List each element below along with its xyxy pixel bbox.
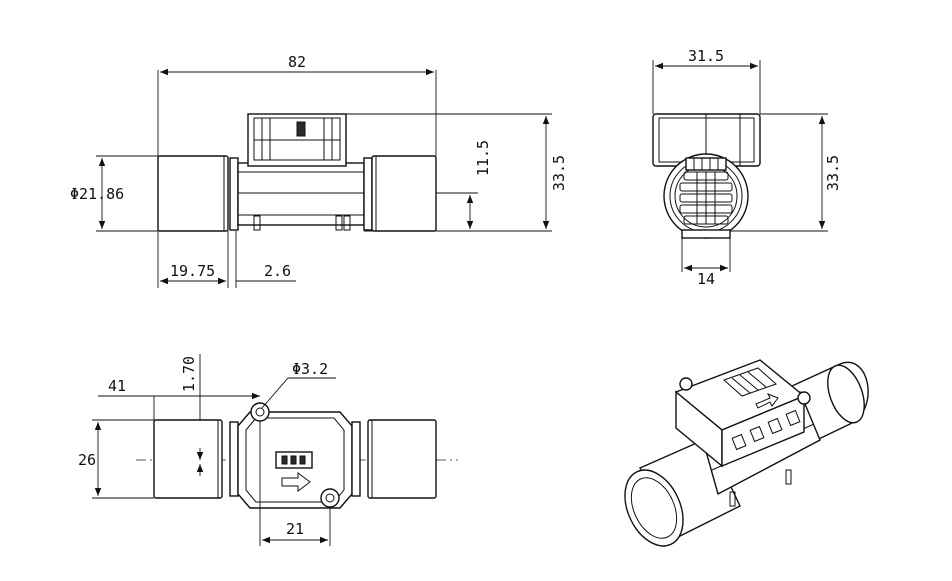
front-view (157, 113, 437, 232)
dim-top-offset: 1.70 (180, 356, 198, 392)
dim-front-pipe-length: 19.75 (170, 262, 215, 280)
side-dimensions: 31.5 33.5 14 (652, 47, 842, 288)
top-view (136, 402, 458, 509)
dim-front-length: 82 (288, 53, 306, 71)
dim-front-axis-offset: 11.5 (474, 140, 492, 176)
isometric-view (624, 359, 869, 547)
dim-top-hole: Φ3.2 (292, 360, 328, 378)
dim-side-height: 33.5 (824, 155, 842, 191)
dim-top-half-length: 41 (108, 377, 126, 395)
dim-front-diameter: Φ21.86 (70, 185, 124, 203)
side-grille (679, 171, 733, 225)
dim-top-width: 26 (78, 451, 96, 469)
top-dimensions: 41 1.70 Φ3.2 26 21 (78, 354, 336, 546)
dim-side-connector-width: 14 (697, 270, 715, 288)
dim-front-gap: 2.6 (264, 262, 291, 280)
dim-top-hole-spacing: 21 (286, 520, 304, 538)
dim-front-height: 33.5 (550, 155, 568, 191)
dim-side-width: 31.5 (688, 47, 724, 65)
side-view (652, 113, 761, 239)
front-dimensions: 82 Φ21.86 19.75 2.6 11.5 33.5 (70, 53, 568, 288)
